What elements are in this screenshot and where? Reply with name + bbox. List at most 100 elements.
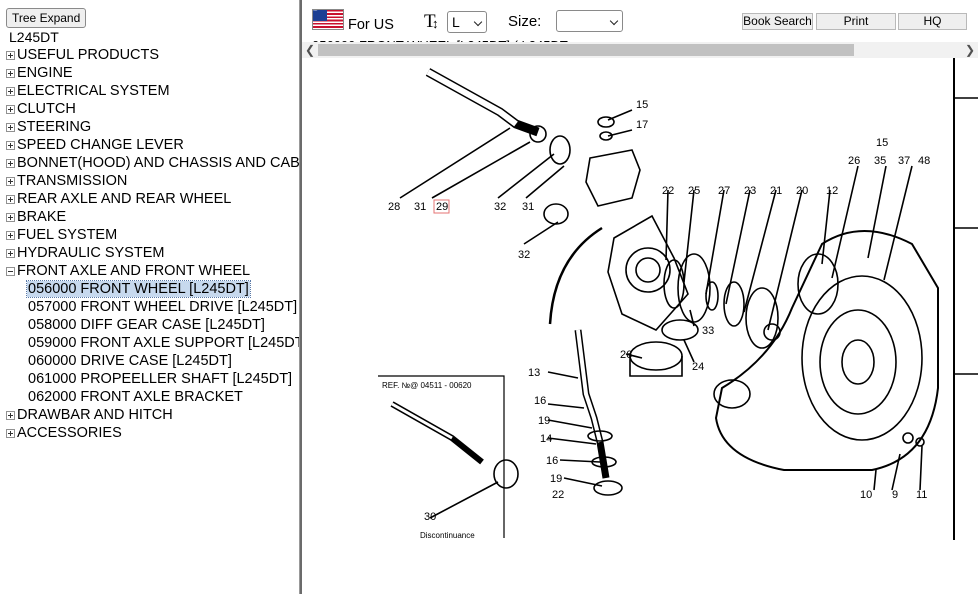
callout-number[interactable]: 26 (620, 349, 632, 361)
callout-number[interactable]: 33 (702, 325, 714, 337)
callout-number[interactable]: 20 (796, 185, 808, 197)
callout-number[interactable]: 29 (436, 201, 448, 213)
callout-number[interactable]: 30 (424, 511, 436, 523)
highlighted-callout-box[interactable] (433, 199, 450, 214)
scroll-left-arrow-icon[interactable]: ❮ (304, 43, 316, 57)
tree-child-row[interactable]: 061000 PROPEELLER SHAFT [L245DT] (0, 370, 300, 388)
expand-icon[interactable] (6, 429, 15, 438)
callout-number[interactable]: 9 (892, 489, 898, 501)
tree-child-row[interactable]: 057000 FRONT WHEEL DRIVE [L245DT] (0, 298, 300, 316)
callout-number[interactable]: 35 (874, 155, 886, 167)
tree-child-label: 060000 DRIVE CASE [L245DT] (28, 353, 232, 369)
tree-section-row[interactable]: FRONT AXLE AND FRONT WHEEL (0, 262, 300, 280)
callout-number[interactable]: 14 (540, 433, 552, 445)
size-select[interactable] (556, 10, 623, 32)
callout-number[interactable]: 22 (552, 489, 564, 501)
tree-section-row[interactable]: STEERING (0, 118, 300, 136)
toolbar: For US T↕ L Size: Book Search Print HQ (302, 0, 978, 40)
tree-section-row[interactable]: BONNET(HOOD) AND CHASSIS AND CAB (0, 154, 300, 172)
tree-section-label: CLUTCH (17, 101, 76, 117)
expand-icon[interactable] (6, 231, 15, 240)
cursor-icon: ↕ (432, 16, 439, 31)
expand-icon[interactable] (6, 159, 15, 168)
expand-icon[interactable] (6, 69, 15, 78)
tree-section-label: HYDRAULIC SYSTEM (17, 245, 165, 261)
tree-child-row[interactable]: 059000 FRONT AXLE SUPPORT [L245DT] (0, 334, 300, 352)
callout-number[interactable]: 25 (688, 185, 700, 197)
tree-child-row[interactable]: 058000 DIFF GEAR CASE [L245DT] (0, 316, 300, 334)
callout-number[interactable]: 27 (718, 185, 730, 197)
tree-section-label: USEFUL PRODUCTS (17, 47, 160, 63)
model-title: L245DT (9, 29, 59, 45)
expand-icon[interactable] (6, 105, 15, 114)
callout-number[interactable]: 21 (770, 185, 782, 197)
expand-icon[interactable] (6, 177, 15, 186)
callout-number[interactable]: 28 (388, 201, 400, 213)
tree-section-row[interactable]: REAR AXLE AND REAR WHEEL (0, 190, 300, 208)
tree-section-row[interactable]: HYDRAULIC SYSTEM (0, 244, 300, 262)
tree-section-label: STEERING (17, 119, 92, 135)
tree-section-row[interactable]: USEFUL PRODUCTS (0, 46, 300, 64)
expand-icon[interactable] (6, 195, 15, 204)
callout-number[interactable]: 12 (826, 185, 838, 197)
size-label: Size: (508, 13, 542, 30)
expand-icon[interactable] (6, 123, 15, 132)
tree-section-row[interactable]: CLUTCH (0, 100, 300, 118)
scroll-thumb[interactable] (318, 44, 854, 56)
tree-section-label: BRAKE (17, 209, 67, 225)
callout-number[interactable]: 17 (636, 119, 648, 131)
callout-number[interactable]: 32 (494, 201, 506, 213)
tree-child-row[interactable]: 056000 FRONT WHEEL [L245DT] (0, 280, 300, 298)
tree-child-row[interactable]: 062000 FRONT AXLE BRACKET (0, 388, 300, 406)
callout-number[interactable]: 10 (860, 489, 872, 501)
text-size-select[interactable]: L (447, 11, 487, 33)
expand-icon[interactable] (6, 213, 15, 222)
parts-diagram[interactable]: 28 31 29 32 31 32 15 17 22 25 27 23 21 20 12 15 26 35 37 48… (302, 58, 978, 594)
tree-child-row[interactable]: 060000 DRIVE CASE [L245DT] (0, 352, 300, 370)
callout-number[interactable]: 24 (692, 361, 704, 373)
horizontal-scrollbar[interactable]: ❮ ❯ (302, 42, 978, 58)
tree-section-row[interactable]: BRAKE (0, 208, 300, 226)
callout-number[interactable]: 19 (550, 473, 562, 485)
callout-number[interactable]: 26 (848, 155, 860, 167)
collapse-icon[interactable] (6, 267, 15, 276)
text-size-icon: T↕ (424, 11, 439, 32)
callout-number[interactable]: 13 (528, 367, 540, 379)
book-search-button[interactable]: Book Search (742, 13, 813, 30)
us-flag-icon[interactable] (312, 9, 344, 30)
tree-expand-button[interactable]: Tree Expand (6, 8, 87, 28)
callout-number[interactable]: 22 (662, 185, 674, 197)
callout-number[interactable]: 31 (522, 201, 534, 213)
tree-section-row[interactable]: ENGINE (0, 64, 300, 82)
expand-icon[interactable] (6, 141, 15, 150)
callout-number[interactable]: 19 (538, 415, 550, 427)
expand-icon[interactable] (6, 249, 15, 258)
callout-number[interactable]: 11 (916, 489, 927, 501)
callout-number[interactable]: 15 (636, 99, 648, 111)
print-button[interactable]: Print (816, 13, 896, 30)
callout-number[interactable]: 16 (534, 395, 546, 407)
tree-section-row[interactable]: DRAWBAR AND HITCH (0, 406, 300, 424)
callout-number[interactable]: 37 (898, 155, 910, 167)
tree-section-row[interactable]: ELECTRICAL SYSTEM (0, 82, 300, 100)
callout-number[interactable]: 48 (918, 155, 930, 167)
panel-splitter[interactable] (299, 0, 302, 594)
scroll-right-arrow-icon[interactable]: ❯ (964, 43, 976, 57)
callout-number[interactable]: 23 (744, 185, 756, 197)
tree-section-label: REAR AXLE AND REAR WHEEL (17, 191, 232, 207)
tree-section-row[interactable]: ACCESSORIES (0, 424, 300, 442)
hq-button[interactable]: HQ (898, 13, 967, 30)
callout-number[interactable]: 31 (414, 201, 426, 213)
expand-icon[interactable] (6, 87, 15, 96)
expand-icon[interactable] (6, 411, 15, 420)
tree-section-row[interactable]: FUEL SYSTEM (0, 226, 300, 244)
tree-section-row[interactable]: SPEED CHANGE LEVER (0, 136, 300, 154)
callout-number[interactable]: 16 (546, 455, 558, 467)
callout-number[interactable]: 15 (876, 137, 888, 149)
callout-number[interactable]: 32 (518, 249, 530, 261)
diagram-caption: 056000 FRONT WHEEL [L245DT] ( L245DT (312, 38, 568, 44)
expand-icon[interactable] (6, 51, 15, 60)
tree-section-row[interactable]: TRANSMISSION (0, 172, 300, 190)
